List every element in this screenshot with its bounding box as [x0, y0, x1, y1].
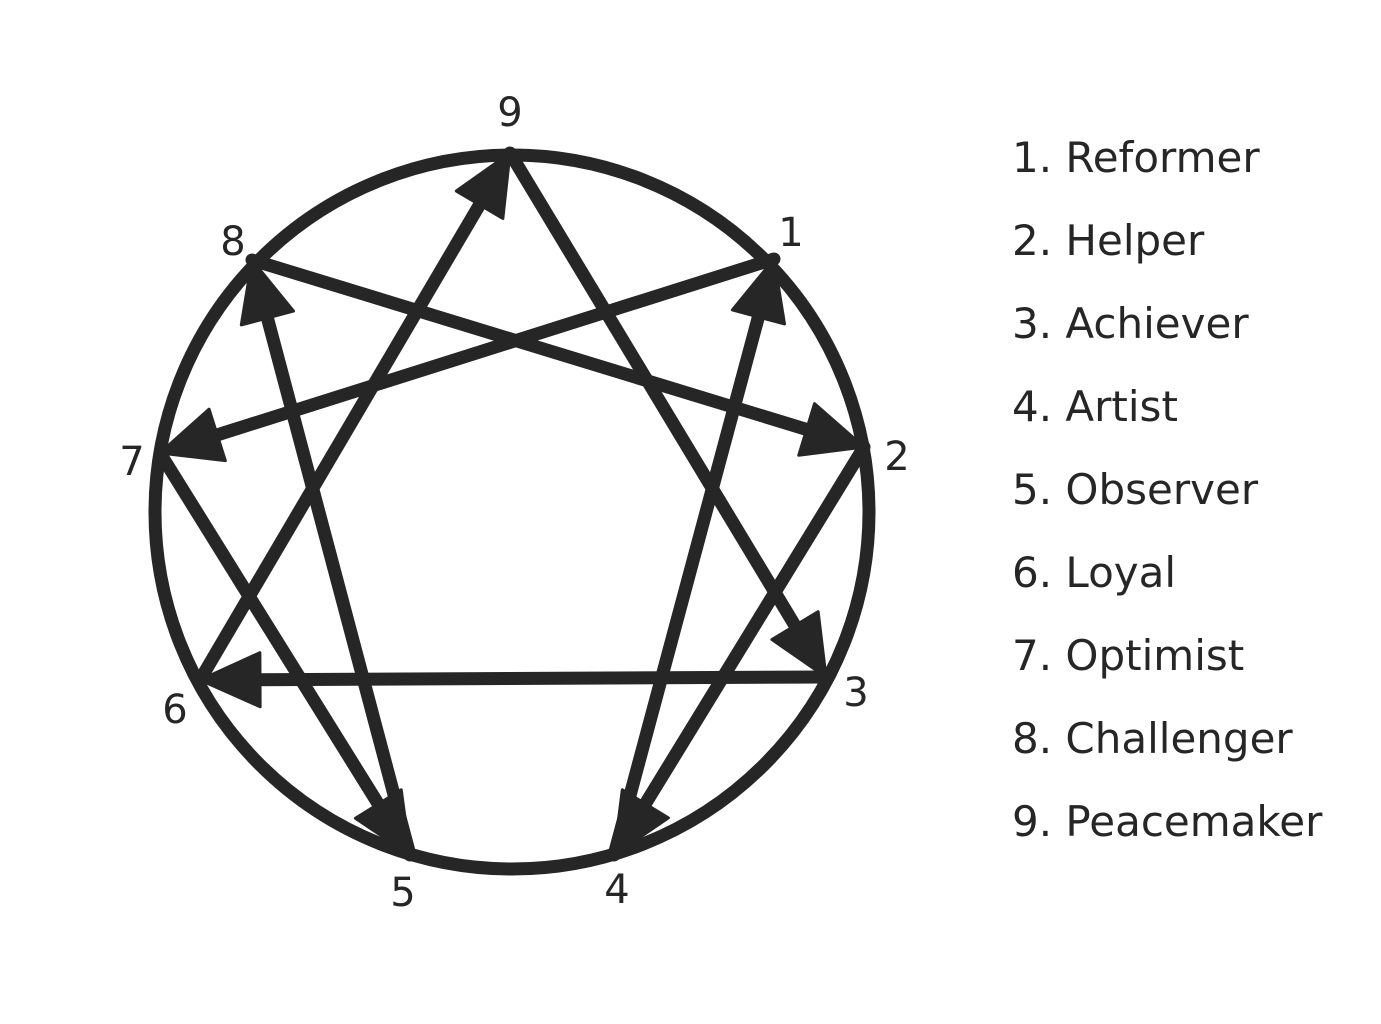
point-label-9: 9 — [497, 90, 522, 136]
arrow-shaft — [503, 146, 804, 636]
arrow-head — [770, 610, 828, 679]
arrow-shaft — [607, 306, 766, 862]
arrow-head — [454, 151, 512, 220]
enneagram-diagram: 9 1 2 3 4 5 6 7 8 — [119, 90, 909, 916]
arrow-shaft — [259, 307, 417, 862]
legend-item-peacemaker: 9. Peacemaker — [1012, 797, 1323, 846]
legend-item-reformer: 1. Reformer — [1012, 133, 1260, 182]
legend-item-optimist: 7. Optimist — [1012, 631, 1245, 680]
arrow-8-to-2 — [245, 253, 866, 457]
arrow-shaft — [206, 252, 781, 443]
point-label-6: 6 — [162, 687, 187, 733]
point-label-4: 4 — [604, 867, 629, 913]
arrow-4-to-1 — [607, 257, 787, 862]
legend-item-loyal: 6. Loyal — [1012, 548, 1177, 597]
arrow-3-to-6 — [198, 651, 833, 709]
point-label-3: 3 — [843, 670, 868, 716]
arrow-shaft — [249, 670, 833, 687]
arrow-5-to-8 — [239, 258, 417, 862]
arrow-shaft — [245, 253, 817, 438]
type-legend: 1. Reformer 2. Helper 3. Achiever 4. Art… — [1012, 130, 1322, 877]
point-label-5: 5 — [390, 870, 415, 916]
arrow-shaft — [636, 440, 871, 814]
legend-item-artist: 4. Artist — [1012, 382, 1178, 431]
arrow-9-to-3 — [503, 146, 828, 679]
legend-item-observer: 5. Observer — [1012, 465, 1259, 514]
legend-item-achiever: 3. Achiever — [1012, 299, 1249, 348]
arrows-layer — [153, 146, 871, 862]
point-label-8: 8 — [220, 219, 245, 265]
arrow-head — [198, 651, 262, 709]
arrow-head — [158, 407, 227, 463]
point-labels: 9 1 2 3 4 5 6 7 8 — [119, 90, 909, 916]
legend-item-challenger: 8. Challenger — [1012, 714, 1293, 763]
point-label-2: 2 — [884, 434, 909, 480]
point-label-7: 7 — [119, 439, 144, 485]
arrow-head — [730, 257, 787, 326]
point-label-1: 1 — [778, 210, 803, 256]
arrow-head — [797, 402, 866, 457]
arrow-head — [239, 258, 295, 327]
arrow-shaft — [153, 446, 387, 814]
arrow-1-to-7 — [158, 252, 781, 463]
legend-item-helper: 2. Helper — [1012, 216, 1205, 265]
